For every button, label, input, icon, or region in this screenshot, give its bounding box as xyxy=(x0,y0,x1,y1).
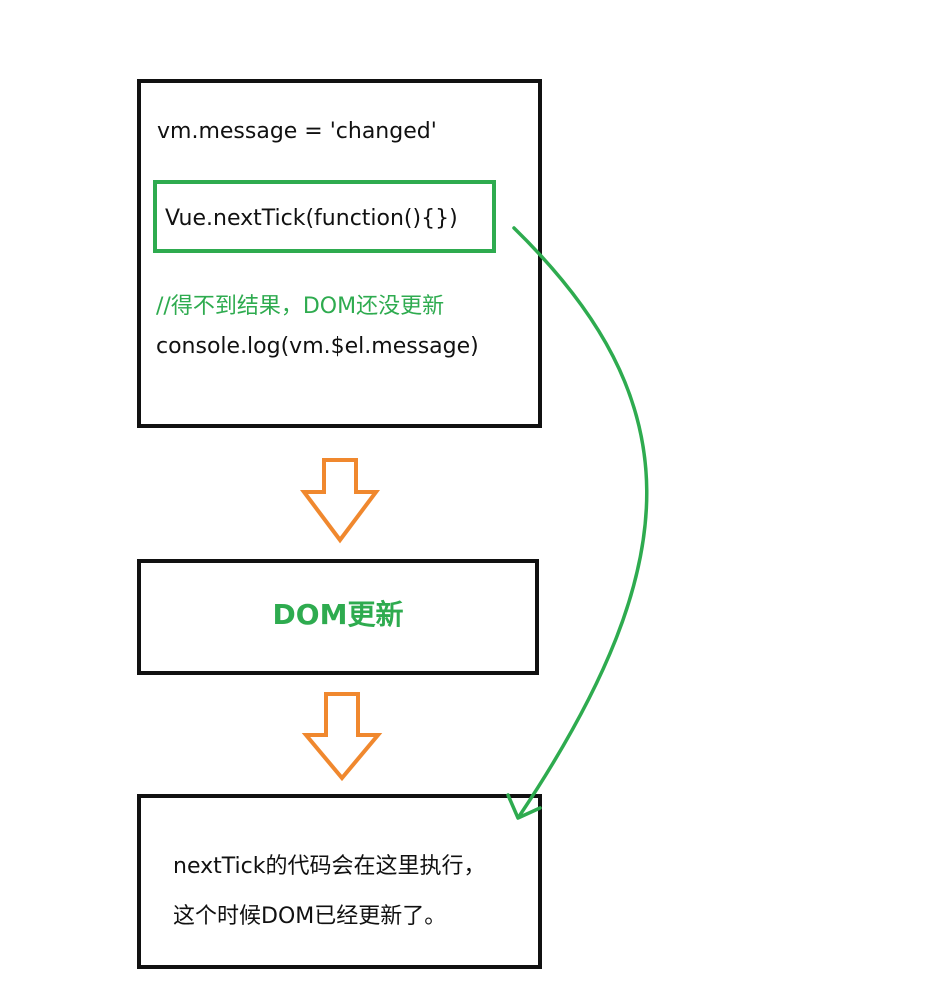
down-arrow-icon xyxy=(301,692,383,782)
dom-update-label: DOM更新 xyxy=(272,598,404,631)
down-arrow-icon xyxy=(300,458,380,544)
nexttick-highlight: Vue.nextTick(function(){}) xyxy=(153,180,496,253)
dom-update-box: DOM更新 xyxy=(137,559,539,675)
nexttick-exec-box: nextTick的代码会在这里执行， 这个时候DOM已经更新了。 xyxy=(137,794,542,969)
nexttick-exec-line-1: nextTick的代码会在这里执行， xyxy=(173,854,486,879)
code-box: vm.message = 'changed' Vue.nextTick(func… xyxy=(137,79,542,428)
nexttick-exec-line-2: 这个时候DOM已经更新了。 xyxy=(173,904,447,929)
code-line-log: console.log(vm.$el.message) xyxy=(156,334,479,359)
code-comment: //得不到结果，DOM还没更新 xyxy=(156,294,445,319)
code-line-nexttick: Vue.nextTick(function(){}) xyxy=(165,206,458,231)
code-line-assign: vm.message = 'changed' xyxy=(157,119,437,144)
